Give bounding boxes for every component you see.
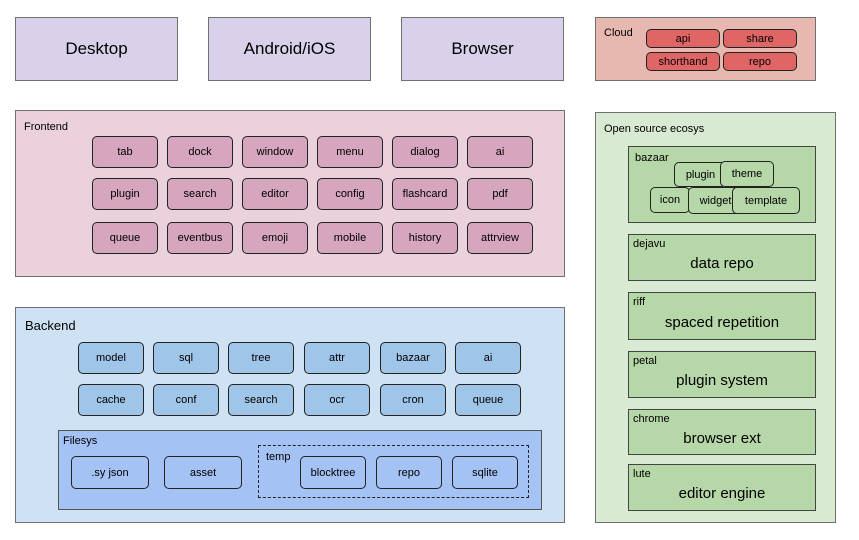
frontend-module: flashcard — [392, 178, 458, 210]
project-dejavu: dejavu data repo — [628, 234, 816, 281]
backend-module: cache — [78, 384, 144, 416]
frontend-module: tab — [92, 136, 158, 168]
project-name: dejavu — [633, 238, 666, 250]
project-name: riff — [633, 296, 646, 308]
backend-panel: Backend model sql tree attr bazaar ai ca… — [15, 307, 565, 523]
frontend-module: emoji — [242, 222, 308, 254]
frontend-module: menu — [317, 136, 383, 168]
project-desc: data repo — [690, 255, 754, 272]
temp-item: repo — [376, 456, 442, 489]
backend-module: ocr — [304, 384, 370, 416]
temp-title: temp — [266, 451, 291, 463]
frontend-module: queue — [92, 222, 158, 254]
frontend-panel: Frontend tab dock window menu dialog ai … — [15, 110, 565, 277]
cloud-chip: repo — [723, 52, 797, 71]
backend-module: tree — [228, 342, 294, 374]
frontend-module: editor — [242, 178, 308, 210]
bazaar-title: bazaar — [635, 152, 669, 164]
platform-browser: Browser — [401, 17, 564, 81]
backend-module: ai — [455, 342, 521, 374]
cloud-chip: api — [646, 29, 720, 48]
project-desc: plugin system — [676, 372, 768, 389]
cloud-panel: Cloud api share shorthand repo — [595, 17, 816, 81]
frontend-module: pdf — [467, 178, 533, 210]
project-desc: editor engine — [678, 485, 766, 502]
frontend-module: config — [317, 178, 383, 210]
frontend-module: eventbus — [167, 222, 233, 254]
platform-mobile: Android/iOS — [208, 17, 371, 81]
frontend-module: window — [242, 136, 308, 168]
project-desc: spaced repetition — [664, 313, 780, 331]
project-name: lute — [633, 468, 651, 480]
temp-item: blocktree — [300, 456, 366, 489]
opensource-panel: Open source ecosys bazaar plugin theme i… — [595, 112, 836, 523]
project-riff: riff spaced repetition — [628, 292, 816, 340]
frontend-title: Frontend — [24, 121, 69, 133]
temp-group: temp blocktree repo sqlite — [258, 445, 529, 498]
backend-module: bazaar — [380, 342, 446, 374]
backend-module: queue — [455, 384, 521, 416]
backend-module: cron — [380, 384, 446, 416]
platform-desktop: Desktop — [15, 17, 178, 81]
opensource-title: Open source ecosys — [604, 123, 705, 135]
project-name: chrome — [633, 413, 670, 425]
frontend-module: mobile — [317, 222, 383, 254]
bazaar-item: plugin — [674, 162, 727, 187]
cloud-chip: shorthand — [646, 52, 720, 71]
project-desc: browser ext — [683, 429, 761, 447]
filesys-item: asset — [164, 456, 242, 489]
filesys-panel: Filesys .sy json asset temp blocktree re… — [58, 430, 542, 510]
platform-browser-label: Browser — [451, 39, 514, 58]
frontend-module: attrview — [467, 222, 533, 254]
bazaar-item: icon — [650, 187, 690, 213]
filesys-title: Filesys — [63, 435, 98, 447]
frontend-module: history — [392, 222, 458, 254]
platform-mobile-label: Android/iOS — [243, 39, 336, 58]
frontend-module: plugin — [92, 178, 158, 210]
bazaar-box: bazaar plugin theme icon widget template — [628, 146, 816, 223]
backend-module: model — [78, 342, 144, 374]
backend-title: Backend — [25, 318, 76, 333]
backend-module: attr — [304, 342, 370, 374]
backend-module: conf — [153, 384, 219, 416]
project-lute: lute editor engine — [628, 464, 816, 511]
frontend-module: ai — [467, 136, 533, 168]
project-name: petal — [633, 355, 657, 367]
platform-desktop-label: Desktop — [65, 39, 128, 58]
cloud-chip: share — [723, 29, 797, 48]
project-chrome: chrome browser ext — [628, 409, 816, 455]
backend-module: search — [228, 384, 294, 416]
frontend-module: dock — [167, 136, 233, 168]
project-petal: petal plugin system — [628, 351, 816, 398]
frontend-module: search — [167, 178, 233, 210]
bazaar-item: theme — [720, 161, 774, 187]
frontend-module: dialog — [392, 136, 458, 168]
bazaar-item: template — [732, 187, 800, 214]
backend-module: sql — [153, 342, 219, 374]
filesys-item: .sy json — [71, 456, 149, 489]
temp-item: sqlite — [452, 456, 518, 489]
cloud-title: Cloud — [604, 27, 633, 39]
